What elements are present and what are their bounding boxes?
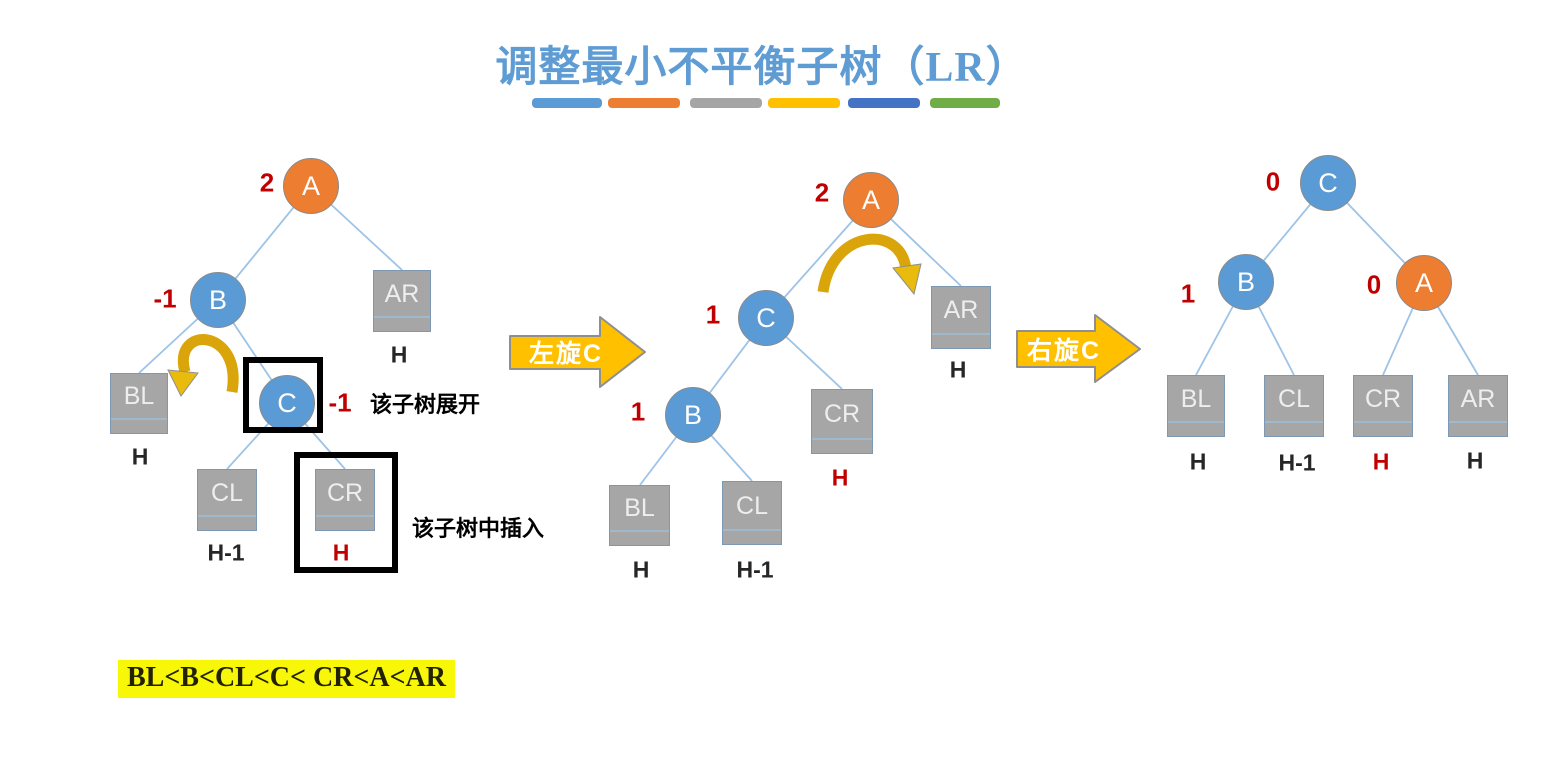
tree-after-node-A: A xyxy=(1396,255,1452,311)
tree-mid-subtree-CR: CR xyxy=(811,389,873,454)
balance-factor: 0 xyxy=(1265,166,1281,197)
subtree-label: AR xyxy=(1460,384,1496,413)
balance-factor: -1 xyxy=(328,387,352,418)
subtree-label: BL xyxy=(123,382,155,410)
subtree-label: BL xyxy=(1180,384,1212,413)
underline-bar xyxy=(848,98,920,108)
tree-before-subtree-CL: CL xyxy=(197,469,257,531)
balance-factor: 1 xyxy=(630,396,646,427)
height-label: H xyxy=(831,464,849,491)
node-label: C xyxy=(1318,167,1338,198)
rotate-ccw-arrow-icon xyxy=(167,334,239,397)
underline-bar xyxy=(768,98,840,108)
underline-bar xyxy=(690,98,762,108)
annotation-expand: 该子树展开 xyxy=(370,392,481,417)
subtree-label: CL xyxy=(211,478,243,507)
underline-bar xyxy=(608,98,680,108)
tree-mid-subtree-CL: CL xyxy=(722,481,782,545)
node-label: B xyxy=(683,399,702,430)
tree-mid-node-B: B xyxy=(665,387,721,443)
annotation-insert: 该子树中插入 xyxy=(412,516,545,541)
height-label: H xyxy=(1372,448,1390,475)
node-label: A xyxy=(301,170,320,201)
height-label: H-1 xyxy=(736,556,774,583)
tree-after-node-B: B xyxy=(1218,254,1274,310)
node-label: C xyxy=(277,387,297,418)
tree-after-subtree-CR: CR xyxy=(1353,375,1413,437)
subtree-label: CL xyxy=(736,491,768,520)
height-label: H xyxy=(632,556,650,583)
subtree-label: CR xyxy=(326,478,364,507)
node-label: C xyxy=(756,302,776,333)
height-label: H-1 xyxy=(207,539,245,566)
subtree-label: CR xyxy=(823,400,861,428)
node-label: A xyxy=(861,184,880,215)
underline-bar xyxy=(532,98,602,108)
right-rotate-arrow-label: 右旋C xyxy=(1026,337,1102,365)
tree-after-subtree-AR: AR xyxy=(1448,375,1508,437)
tree-after-subtree-CL: CL xyxy=(1264,375,1324,437)
balance-factor: 2 xyxy=(814,177,830,208)
tree-after-subtree-BL: BL xyxy=(1167,375,1225,437)
balance-factor: 1 xyxy=(1180,278,1196,309)
height-label: H xyxy=(949,356,967,383)
height-label: H xyxy=(332,539,350,566)
left-rotate-arrow-label: 左旋C xyxy=(528,340,604,368)
tree-mid-subtree-AR: AR xyxy=(931,286,991,349)
underline-bar xyxy=(930,98,1000,108)
balance-factor: 1 xyxy=(705,299,721,330)
tree-before-subtree-AR: AR xyxy=(373,270,431,332)
tree-before-node-A: A xyxy=(283,158,339,214)
balance-factor: -1 xyxy=(153,283,177,314)
subtree-label: AR xyxy=(943,296,979,324)
key-order-formula: BL<B<CL<C< CR<A<AR xyxy=(118,660,455,698)
rotate-cw-arrow-icon xyxy=(817,233,922,296)
tree-after-node-C: C xyxy=(1300,155,1356,211)
subtree-label: CR xyxy=(1364,384,1402,413)
balance-factor: 0 xyxy=(1366,269,1382,300)
subtree-label: CL xyxy=(1278,384,1310,413)
left-rotate-arrow-shape xyxy=(509,316,646,388)
balance-factor: 2 xyxy=(259,167,275,198)
node-label: A xyxy=(1414,267,1433,298)
page-title: 调整最小不平衡子树（LR） xyxy=(495,45,1029,91)
subtree-label: AR xyxy=(384,279,420,308)
tree-before-node-B: B xyxy=(190,272,246,328)
highlight-frame-node-C xyxy=(243,357,323,433)
right-rotate-arrow-shape xyxy=(1016,314,1141,383)
tree-before-subtree-BL: BL xyxy=(110,373,168,434)
highlight-frame-subtree-CR xyxy=(294,452,398,573)
node-label: B xyxy=(208,284,227,315)
tree-before-subtree-CR: CR xyxy=(315,469,375,531)
tree-mid-node-C: C xyxy=(738,290,794,346)
height-label: H-1 xyxy=(1278,449,1316,476)
node-label: B xyxy=(1236,266,1255,297)
height-label: H xyxy=(1466,447,1484,474)
tree-mid-subtree-BL: BL xyxy=(609,485,670,546)
height-label: H xyxy=(390,341,408,368)
height-label: H xyxy=(1189,448,1207,475)
height-label: H xyxy=(131,443,149,470)
tree-mid-node-A: A xyxy=(843,172,899,228)
subtree-label: BL xyxy=(624,494,655,522)
